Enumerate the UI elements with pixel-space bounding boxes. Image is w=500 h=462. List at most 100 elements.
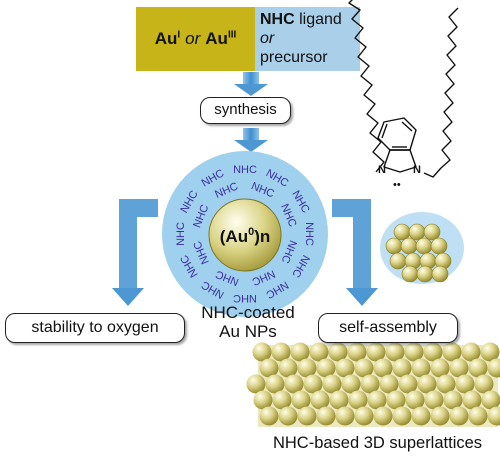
lattice-particle — [462, 390, 482, 410]
lattice-particle — [290, 342, 310, 362]
cluster-particle — [431, 265, 449, 283]
nhc-ligand-label: NHC — [233, 164, 257, 176]
superlattice-caption: NHC-based 3D superlattices — [272, 434, 483, 452]
lattice-particle — [335, 406, 355, 426]
superlattice-image — [246, 342, 500, 427]
lattice-particle — [316, 406, 336, 426]
imidazole-ring — [383, 149, 417, 173]
lattice-particle — [449, 406, 469, 426]
lattice-particle — [443, 390, 463, 410]
lattice-particle — [468, 358, 488, 378]
lattice-particle — [329, 390, 349, 410]
lattice-particle — [442, 342, 462, 362]
gold-core — [208, 198, 282, 272]
core-label: (Au0)n — [220, 226, 271, 246]
lattice-particle — [360, 374, 380, 394]
lattice-particle — [423, 342, 443, 362]
benzene-ring — [377, 117, 417, 151]
arrow-to-self-assembly — [332, 199, 378, 306]
cluster-particle — [430, 237, 448, 255]
lattice-particle — [278, 358, 298, 378]
lattice-particle — [430, 358, 450, 378]
synthesis-step-label: synthesis — [200, 97, 291, 124]
lattice-particle — [303, 374, 323, 394]
lattice-particle — [379, 374, 399, 394]
lattice-particle — [252, 342, 272, 362]
nhc-ligand-label: NHC — [303, 222, 315, 246]
lattice-particle — [411, 358, 431, 378]
cluster-particle — [408, 223, 426, 241]
lattice-particle — [309, 342, 329, 362]
lattice-particle — [411, 406, 431, 426]
lattice-particle — [455, 374, 475, 394]
lattice-particle — [468, 406, 488, 426]
stability-step-label: stability to oxygen — [5, 313, 185, 343]
nhc-molecule-structure — [348, 0, 459, 178]
lattice-particle — [328, 342, 348, 362]
lattice-particle — [265, 374, 285, 394]
lattice-particle — [366, 342, 386, 362]
lattice-particle — [341, 374, 361, 394]
lattice-particle — [310, 390, 330, 410]
lattice-particle — [347, 342, 367, 362]
lattice-particle — [272, 390, 292, 410]
arrow-to-synthesis — [234, 72, 268, 96]
lattice-particle — [417, 374, 437, 394]
lattice-particle — [373, 358, 393, 378]
lattice-particle — [481, 390, 500, 410]
lattice-particle — [392, 406, 412, 426]
lattice-particle — [259, 358, 279, 378]
cluster-particle — [385, 237, 403, 255]
lattice-particle — [461, 342, 481, 362]
lattice-particle — [398, 374, 418, 394]
lattice-particle — [271, 342, 291, 362]
lattice-particle — [487, 406, 500, 426]
lattice-particle — [424, 390, 444, 410]
arrow-to-stability — [112, 199, 158, 306]
lattice-particle — [246, 374, 266, 394]
nitrogen-left-label: N — [378, 164, 386, 176]
lattice-particle — [291, 390, 311, 410]
lattice-particle — [373, 406, 393, 426]
lattice-particle — [284, 374, 304, 394]
lattice-particle — [430, 406, 450, 426]
cluster-particle — [400, 237, 418, 255]
nitrogen-right-label: N — [413, 164, 421, 176]
lattice-particle — [436, 374, 456, 394]
lattice-particle — [487, 358, 500, 378]
cluster-particle — [423, 223, 441, 241]
lattice-particle — [354, 358, 374, 378]
lattice-particle — [367, 390, 387, 410]
lattice-particle — [354, 406, 374, 426]
lattice-particle — [297, 406, 317, 426]
lattice-particle — [259, 406, 279, 426]
lattice-particle — [405, 390, 425, 410]
lattice-particle — [335, 358, 355, 378]
lattice-particle — [480, 342, 500, 362]
lattice-particle — [278, 406, 298, 426]
right-alkyl-chain — [423, 7, 459, 178]
cluster-particle — [416, 265, 434, 283]
lattice-particle — [404, 342, 424, 362]
carbene-lone-pair: •• — [393, 179, 401, 191]
nhc-ligand-box: NHC ligand or precursor — [255, 7, 360, 71]
lattice-particle — [386, 390, 406, 410]
cluster-particle — [393, 223, 411, 241]
nhc-ligand-label: NHC — [175, 222, 187, 246]
left-alkyl-chain — [348, 0, 385, 173]
nanoparticle-cluster-icon — [380, 212, 464, 284]
lattice-particle — [348, 390, 368, 410]
lattice-particle — [385, 342, 405, 362]
lattice-particle — [474, 374, 494, 394]
ligand-or-label: or — [260, 30, 275, 47]
cluster-particle — [401, 265, 419, 283]
nanoparticle-caption: NHC-coated Au NPs — [201, 303, 295, 341]
self-assembly-step-label: self-assembly — [318, 313, 458, 343]
lattice-particle — [297, 358, 317, 378]
nhc-ligand-label: NHC ligand — [260, 11, 342, 28]
nhc-ligand-label: NHC — [233, 292, 257, 304]
